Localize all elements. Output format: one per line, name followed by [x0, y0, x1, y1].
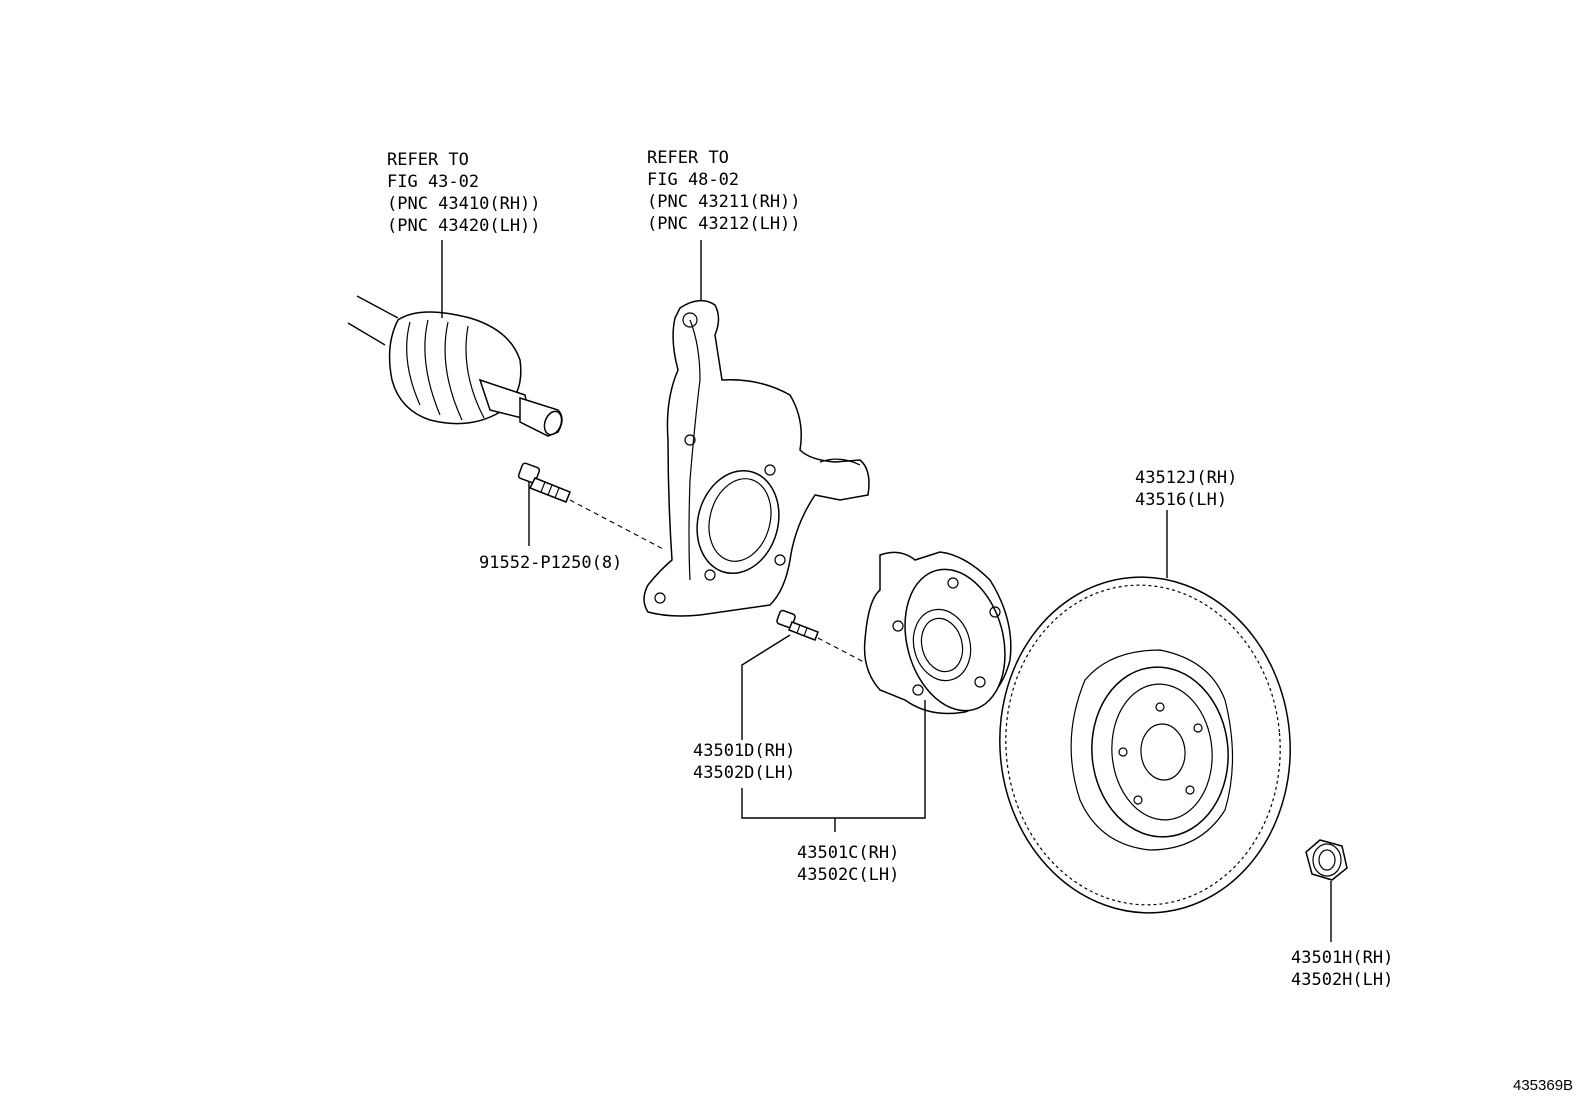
steering-knuckle-part[interactable] — [643, 299, 870, 617]
hub-part[interactable] — [863, 551, 1020, 722]
bolt-part-number[interactable]: 91552-P1250(8) — [479, 553, 622, 573]
brake-disc-part[interactable] — [986, 565, 1304, 925]
knuckle-callout: REFER TO FIG 48-02 (PNC 43211(RH)) (PNC … — [647, 148, 811, 234]
hub-bolt-leader — [741, 634, 791, 740]
hub-bolt-part-number[interactable]: 43501D(RH) 43502D(LH) — [693, 741, 806, 783]
hub-bolt-dashed-guide — [817, 637, 903, 683]
hub-part-number[interactable]: 43501C(RH) 43502C(LH) — [797, 843, 910, 885]
bolt-dashed-guide — [569, 499, 666, 551]
hub-assembly-leader — [741, 700, 926, 819]
knuckle-bolt-part[interactable] — [517, 462, 571, 503]
hub-nut-part[interactable] — [1305, 839, 1348, 881]
drive-shaft-part[interactable] — [347, 295, 565, 437]
figure-id: 435369B — [1513, 1077, 1573, 1094]
disc-part-number[interactable]: 43512J(RH) 43516(LH) — [1135, 468, 1248, 510]
driveshaft-callout: REFER TO FIG 43-02 (PNC 43410(RH)) (PNC … — [387, 150, 551, 236]
hub-bolt-part[interactable] — [776, 609, 819, 641]
nut-part-number[interactable]: 43501H(RH) 43502H(LH) — [1291, 948, 1404, 990]
